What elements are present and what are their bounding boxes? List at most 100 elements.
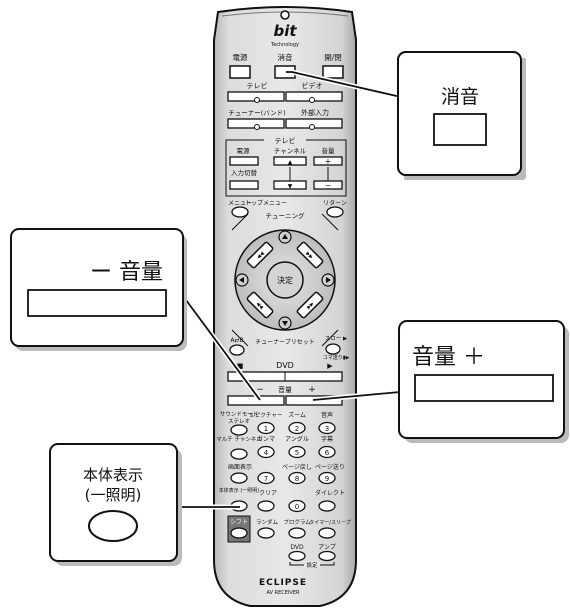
amp-setup-label: アンプ bbox=[318, 544, 336, 551]
dvd-setup-button[interactable] bbox=[288, 550, 306, 562]
menu-label: メニュー bbox=[228, 200, 252, 207]
num-2-button[interactable]: 2 bbox=[288, 421, 306, 435]
svg-text:4: 4 bbox=[264, 449, 269, 457]
svg-text:6: 6 bbox=[325, 449, 330, 457]
multi-channel-label: マルチ チャンネル bbox=[216, 436, 262, 443]
svg-text:◀◀: ◀◀ bbox=[254, 301, 264, 311]
mute-label: 消音 bbox=[278, 52, 293, 62]
num-6-button[interactable]: 6 bbox=[318, 445, 336, 459]
clear-button[interactable] bbox=[257, 500, 275, 512]
timer-sleep-label: タイマー/スリープ bbox=[309, 519, 350, 526]
svg-text:Technology: Technology bbox=[270, 42, 299, 48]
fast-forward-button[interactable]: ▶▶ bbox=[296, 291, 324, 319]
open-close-label: 開/閉 bbox=[324, 53, 342, 62]
skip-forward-up-button[interactable]: ▶▶ bbox=[296, 241, 324, 269]
direction-pad: 決定 ◀◀ ▶▶ ◀◀ ▶▶ bbox=[231, 213, 339, 347]
angle-label: アングル bbox=[285, 435, 309, 443]
callout-volume-down: ー 音量 bbox=[10, 228, 187, 351]
rewind-button[interactable]: ◀◀ bbox=[246, 291, 274, 319]
sound-mode-label: サウンドモード bbox=[220, 410, 259, 418]
dvd-setup-label: DVD bbox=[290, 544, 304, 551]
random-button[interactable] bbox=[257, 527, 275, 539]
external-input-label: 外部入力 bbox=[301, 108, 329, 117]
remote-control: bit Technology 電源 消音 開/閉 テレビ ビデオ チューナー(バ… bbox=[213, 6, 357, 607]
num-5-button[interactable]: 5 bbox=[288, 445, 306, 459]
svg-text:2: 2 bbox=[295, 425, 299, 433]
top-menu-label: トップメニュー bbox=[245, 200, 287, 207]
tv-volume-up-button[interactable] bbox=[313, 156, 343, 166]
direct-button[interactable] bbox=[318, 500, 336, 512]
tv-power-button[interactable] bbox=[229, 156, 259, 166]
num-9-button[interactable]: 9 bbox=[318, 471, 336, 485]
tv-input-label: 入力切替 bbox=[231, 168, 258, 177]
callout-main-display-button-icon bbox=[88, 510, 138, 542]
frame-advance-label: コマ送り▮▶ bbox=[323, 354, 350, 361]
external-indicator-icon bbox=[309, 124, 315, 130]
brand-logo: bit Technology bbox=[270, 22, 299, 48]
return-label: リターン bbox=[323, 199, 347, 207]
video-indicator-icon bbox=[309, 97, 315, 103]
clear-label: クリア bbox=[259, 490, 277, 497]
num-8-button[interactable]: 8 bbox=[288, 471, 306, 485]
eclipse-logo: ECLIPSE bbox=[259, 578, 307, 588]
svg-text:+: + bbox=[325, 157, 332, 166]
callout-mute-button-icon bbox=[433, 113, 487, 146]
dvd-label: DVD bbox=[276, 361, 294, 370]
num-3-button[interactable]: 3 bbox=[318, 421, 336, 435]
svg-text:3: 3 bbox=[325, 425, 329, 433]
num-0-button[interactable]: 0 bbox=[288, 499, 306, 513]
tv-volume-down-button[interactable] bbox=[313, 180, 343, 190]
svg-text:▶▶: ▶▶ bbox=[304, 251, 314, 261]
svg-text:◀◀: ◀◀ bbox=[256, 251, 266, 261]
svg-text:8: 8 bbox=[295, 475, 299, 483]
num-1-button[interactable]: 1 bbox=[257, 421, 275, 435]
multi-channel-button[interactable] bbox=[230, 448, 248, 460]
svg-text:7: 7 bbox=[264, 475, 268, 483]
page-forward-label: ページ送り bbox=[315, 463, 345, 471]
num-4-button[interactable]: 4 bbox=[257, 445, 275, 459]
slow-button[interactable] bbox=[325, 343, 341, 355]
amp-setup-button[interactable] bbox=[318, 550, 336, 562]
svg-text:−: − bbox=[325, 181, 332, 190]
skip-back-up-button[interactable]: ◀◀ bbox=[246, 241, 274, 269]
tv-channel-up-button[interactable] bbox=[273, 156, 307, 166]
volume-plus-label: + bbox=[308, 385, 316, 395]
audio-label: 音声 bbox=[321, 411, 333, 419]
svg-text:9: 9 bbox=[325, 475, 329, 483]
setting-label: 設定 bbox=[306, 561, 318, 569]
svg-text:0: 0 bbox=[295, 503, 299, 511]
callout-mute-title: 消音 bbox=[441, 86, 479, 108]
callout-mute: 消音 bbox=[397, 51, 526, 180]
timer-sleep-button[interactable] bbox=[318, 527, 336, 539]
open-close-button[interactable] bbox=[322, 65, 344, 79]
tv-volume-label: 音量 bbox=[322, 146, 336, 155]
enter-button[interactable] bbox=[266, 261, 304, 299]
program-label: プログラム bbox=[283, 518, 311, 526]
callout-volume-up-button-icon bbox=[414, 374, 554, 402]
sound-mode-button[interactable] bbox=[230, 424, 248, 436]
tv-label: テレビ bbox=[247, 81, 268, 90]
power-button[interactable] bbox=[229, 65, 251, 79]
ab-button[interactable] bbox=[229, 344, 245, 356]
tv-section-title: テレビ bbox=[275, 136, 296, 145]
s-picture-label: S.ピクチャー bbox=[250, 412, 283, 419]
svg-text:5: 5 bbox=[295, 449, 299, 457]
svg-text:▼: ▼ bbox=[288, 183, 293, 190]
tv-input-button[interactable] bbox=[229, 180, 259, 190]
program-button[interactable] bbox=[288, 527, 306, 539]
num-7-button[interactable]: 7 bbox=[257, 471, 275, 485]
svg-text:決定: 決定 bbox=[277, 275, 293, 285]
shift-label: シフト bbox=[230, 519, 248, 526]
power-label: 電源 bbox=[233, 53, 248, 62]
callout-main-display: 本体表示 (一照明) bbox=[49, 443, 182, 566]
stereo-label: ステレオ bbox=[228, 418, 250, 425]
callout-volume-down-button-icon bbox=[27, 289, 167, 317]
main-display-label: 本体表示 (一照明) bbox=[219, 487, 260, 494]
shift-button[interactable] bbox=[230, 527, 248, 539]
menu-button[interactable] bbox=[231, 206, 249, 218]
callout-volume-up-title: 音量 ＋ bbox=[412, 345, 485, 370]
volume-label: 音量 bbox=[278, 385, 292, 394]
tv-channel-down-button[interactable] bbox=[273, 180, 307, 190]
screen-display-button[interactable] bbox=[230, 472, 248, 484]
return-button[interactable] bbox=[326, 206, 344, 218]
